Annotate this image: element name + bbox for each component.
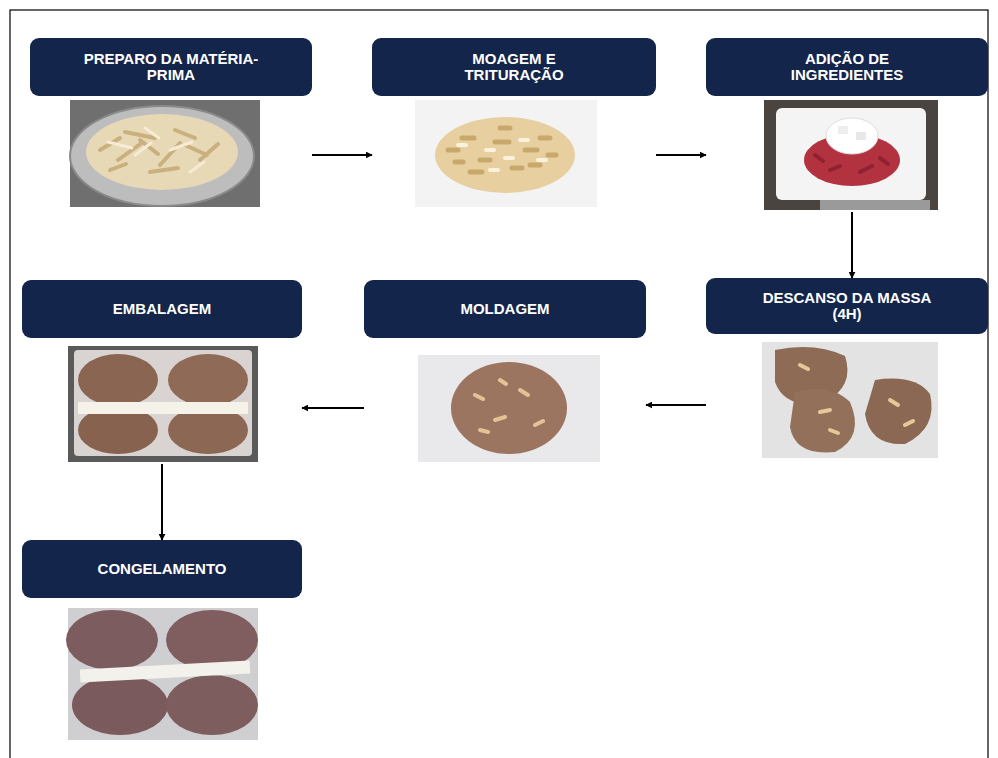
step-label: PREPARO DA MATÉRIA-PRIMA <box>84 51 259 83</box>
step-photo-part <box>70 106 254 206</box>
step-photo-part <box>70 100 260 207</box>
process-step: DESCANSO DA MASSA (4H) <box>706 278 988 460</box>
step-photo-part <box>166 675 258 735</box>
step-photo-part <box>865 379 932 445</box>
step-photo-part <box>80 661 250 683</box>
step-photo-part <box>800 365 913 433</box>
step-photo <box>66 608 258 740</box>
process-step: CONGELAMENTO <box>22 540 302 742</box>
step-photo-part <box>68 346 258 462</box>
step-photo-part <box>776 108 926 200</box>
step-header: DESCANSO DA MASSA (4H) <box>706 278 988 334</box>
flow-arrow <box>302 407 364 409</box>
step-header: MOAGEM E TRITURAÇÃO <box>372 38 656 96</box>
step-photo-part <box>458 140 546 170</box>
step-photo-part <box>168 354 248 406</box>
step-header: EMBALAGEM <box>22 280 302 338</box>
step-photo-part <box>475 380 543 432</box>
step-photo-part <box>790 389 855 453</box>
step-photo-part <box>762 342 938 458</box>
step-photo <box>418 355 600 462</box>
step-photo-part <box>72 675 168 735</box>
flow-arrow <box>161 464 163 540</box>
step-label: ADIÇÃO DE INGREDIENTES <box>760 51 935 83</box>
step-label: CONGELAMENTO <box>98 561 227 577</box>
process-step: EMBALAGEM <box>22 280 302 464</box>
step-header: ADIÇÃO DE INGREDIENTES <box>706 38 988 96</box>
step-photo-part <box>820 200 930 210</box>
step-photo-part <box>838 126 848 134</box>
step-header: MOLDAGEM <box>364 280 646 338</box>
step-photo-part <box>74 350 252 456</box>
step-photo-part <box>415 100 597 207</box>
step-photo <box>415 100 597 207</box>
flow-arrow <box>646 404 706 406</box>
step-photo-part <box>86 114 238 190</box>
step-photo <box>762 342 938 458</box>
step-label: EMBALAGEM <box>113 301 211 317</box>
step-label: DESCANSO DA MASSA (4H) <box>760 290 935 322</box>
step-label: MOLDAGEM <box>460 301 549 317</box>
process-step: ADIÇÃO DE INGREDIENTES <box>706 38 988 212</box>
step-photo-part <box>764 100 938 210</box>
step-photo-part <box>448 128 556 172</box>
step-header: CONGELAMENTO <box>22 540 302 598</box>
flow-arrow <box>851 212 853 278</box>
process-step: PREPARO DA MATÉRIA-PRIMA <box>30 38 312 208</box>
step-photo <box>68 346 258 462</box>
step-header: PREPARO DA MATÉRIA-PRIMA <box>30 38 312 96</box>
step-photo <box>70 100 260 207</box>
step-photo-part <box>418 355 600 462</box>
step-photo-part <box>108 128 204 172</box>
process-step: MOLDAGEM <box>364 280 646 464</box>
step-photo-part <box>78 354 158 406</box>
step-photo-part <box>451 362 567 454</box>
step-label: MOAGEM E TRITURAÇÃO <box>427 51 602 83</box>
process-step: MOAGEM E TRITURAÇÃO <box>372 38 656 208</box>
step-photo-part <box>78 402 248 414</box>
frame-border <box>10 10 988 758</box>
step-photo-part <box>856 132 866 140</box>
flow-arrow <box>656 154 706 156</box>
step-photo-part <box>435 117 575 193</box>
flow-arrow <box>312 154 372 156</box>
step-photo <box>764 100 938 210</box>
step-photo-part <box>826 118 878 154</box>
step-photo-part <box>66 610 158 670</box>
